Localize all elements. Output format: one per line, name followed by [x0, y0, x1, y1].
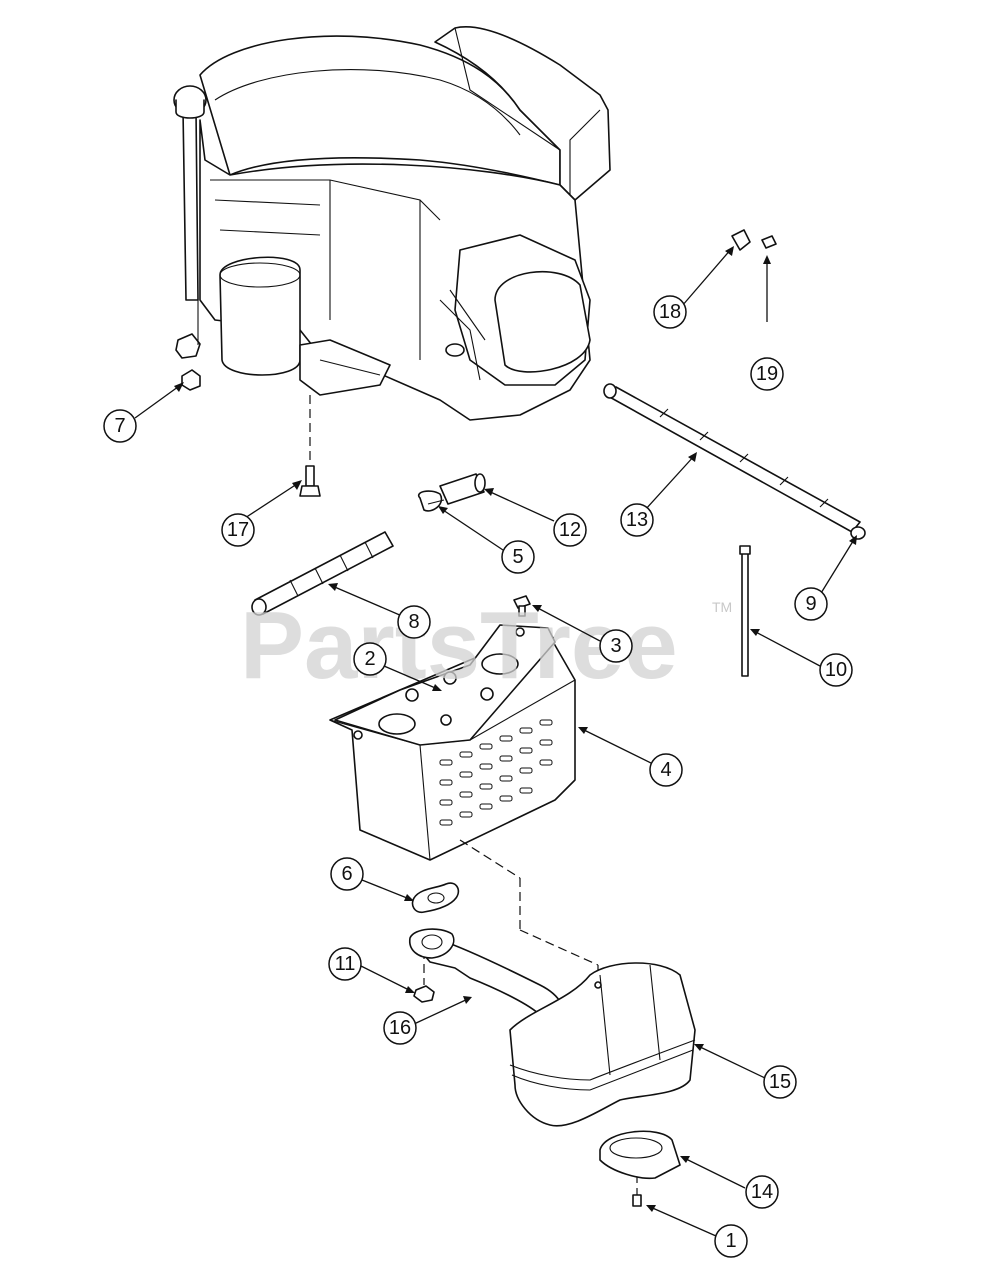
callout-7[interactable]: 7	[103, 409, 137, 443]
callout-1[interactable]: 1	[714, 1224, 748, 1258]
part-11-nut	[413, 985, 435, 1003]
callout-13[interactable]: 13	[620, 503, 654, 537]
part-15-muffler	[509, 962, 696, 1127]
callout-10[interactable]: 10	[819, 653, 853, 687]
callout-label-8: 8	[408, 611, 419, 633]
vent-slots	[439, 719, 553, 826]
engine-assembly	[173, 26, 611, 421]
callout-4[interactable]: 4	[649, 753, 683, 787]
callout-9[interactable]: 9	[794, 587, 828, 621]
callout-label-5: 5	[512, 546, 523, 568]
callout-label-12: 12	[559, 519, 581, 541]
part-12-connector	[439, 473, 486, 505]
callout-label-10: 10	[825, 659, 847, 681]
part-1-screw	[632, 1194, 642, 1207]
callout-11[interactable]: 11	[328, 947, 362, 981]
alignment-line	[459, 839, 521, 879]
callout-label-17: 17	[227, 519, 249, 541]
part-19-screw	[761, 235, 777, 249]
part-8-fuel-line	[251, 531, 394, 616]
callout-12[interactable]: 12	[553, 513, 587, 547]
callout-14[interactable]: 14	[745, 1175, 779, 1209]
callout-label-1: 1	[725, 1230, 736, 1252]
part-4-heat-shield	[329, 624, 576, 861]
part-9-clamp	[850, 526, 866, 540]
alignment-line	[519, 929, 599, 966]
callout-label-6: 6	[341, 863, 352, 885]
callout-3[interactable]: 3	[599, 629, 633, 663]
callout-2[interactable]: 2	[353, 642, 387, 676]
callout-label-15: 15	[769, 1071, 791, 1093]
callout-17[interactable]: 17	[221, 513, 255, 547]
callout-label-7: 7	[114, 415, 125, 437]
part-10-tie-strap	[739, 545, 751, 677]
callout-label-13: 13	[626, 509, 648, 531]
callout-label-19: 19	[756, 363, 778, 385]
part-3-bolt	[513, 595, 531, 617]
callout-6[interactable]: 6	[330, 857, 364, 891]
callout-18[interactable]: 18	[653, 295, 687, 329]
part-7-nut	[181, 369, 201, 391]
watermark-tm: TM	[712, 599, 732, 615]
part-17-bolt	[299, 395, 321, 497]
callout-label-2: 2	[364, 648, 375, 670]
callout-label-4: 4	[660, 759, 671, 781]
callout-label-3: 3	[610, 635, 621, 657]
part-5-clamp	[417, 490, 445, 512]
part-18-bracket	[731, 229, 751, 251]
part-6-gasket	[411, 882, 460, 914]
callout-15[interactable]: 15	[763, 1065, 797, 1099]
callout-label-14: 14	[751, 1181, 773, 1203]
callout-8[interactable]: 8	[397, 605, 431, 639]
callout-label-16: 16	[389, 1017, 411, 1039]
callout-label-11: 11	[335, 953, 356, 975]
callout-19[interactable]: 19	[750, 357, 784, 391]
callout-16[interactable]: 16	[383, 1011, 417, 1045]
part-13-fuel-line	[603, 383, 861, 533]
callout-label-9: 9	[805, 593, 816, 615]
callout-label-18: 18	[659, 301, 681, 323]
watermark: PartsTree TM	[240, 592, 732, 699]
callout-5[interactable]: 5	[501, 540, 535, 574]
leader-lines	[134, 246, 857, 1237]
part-14-deflector	[599, 1130, 681, 1180]
